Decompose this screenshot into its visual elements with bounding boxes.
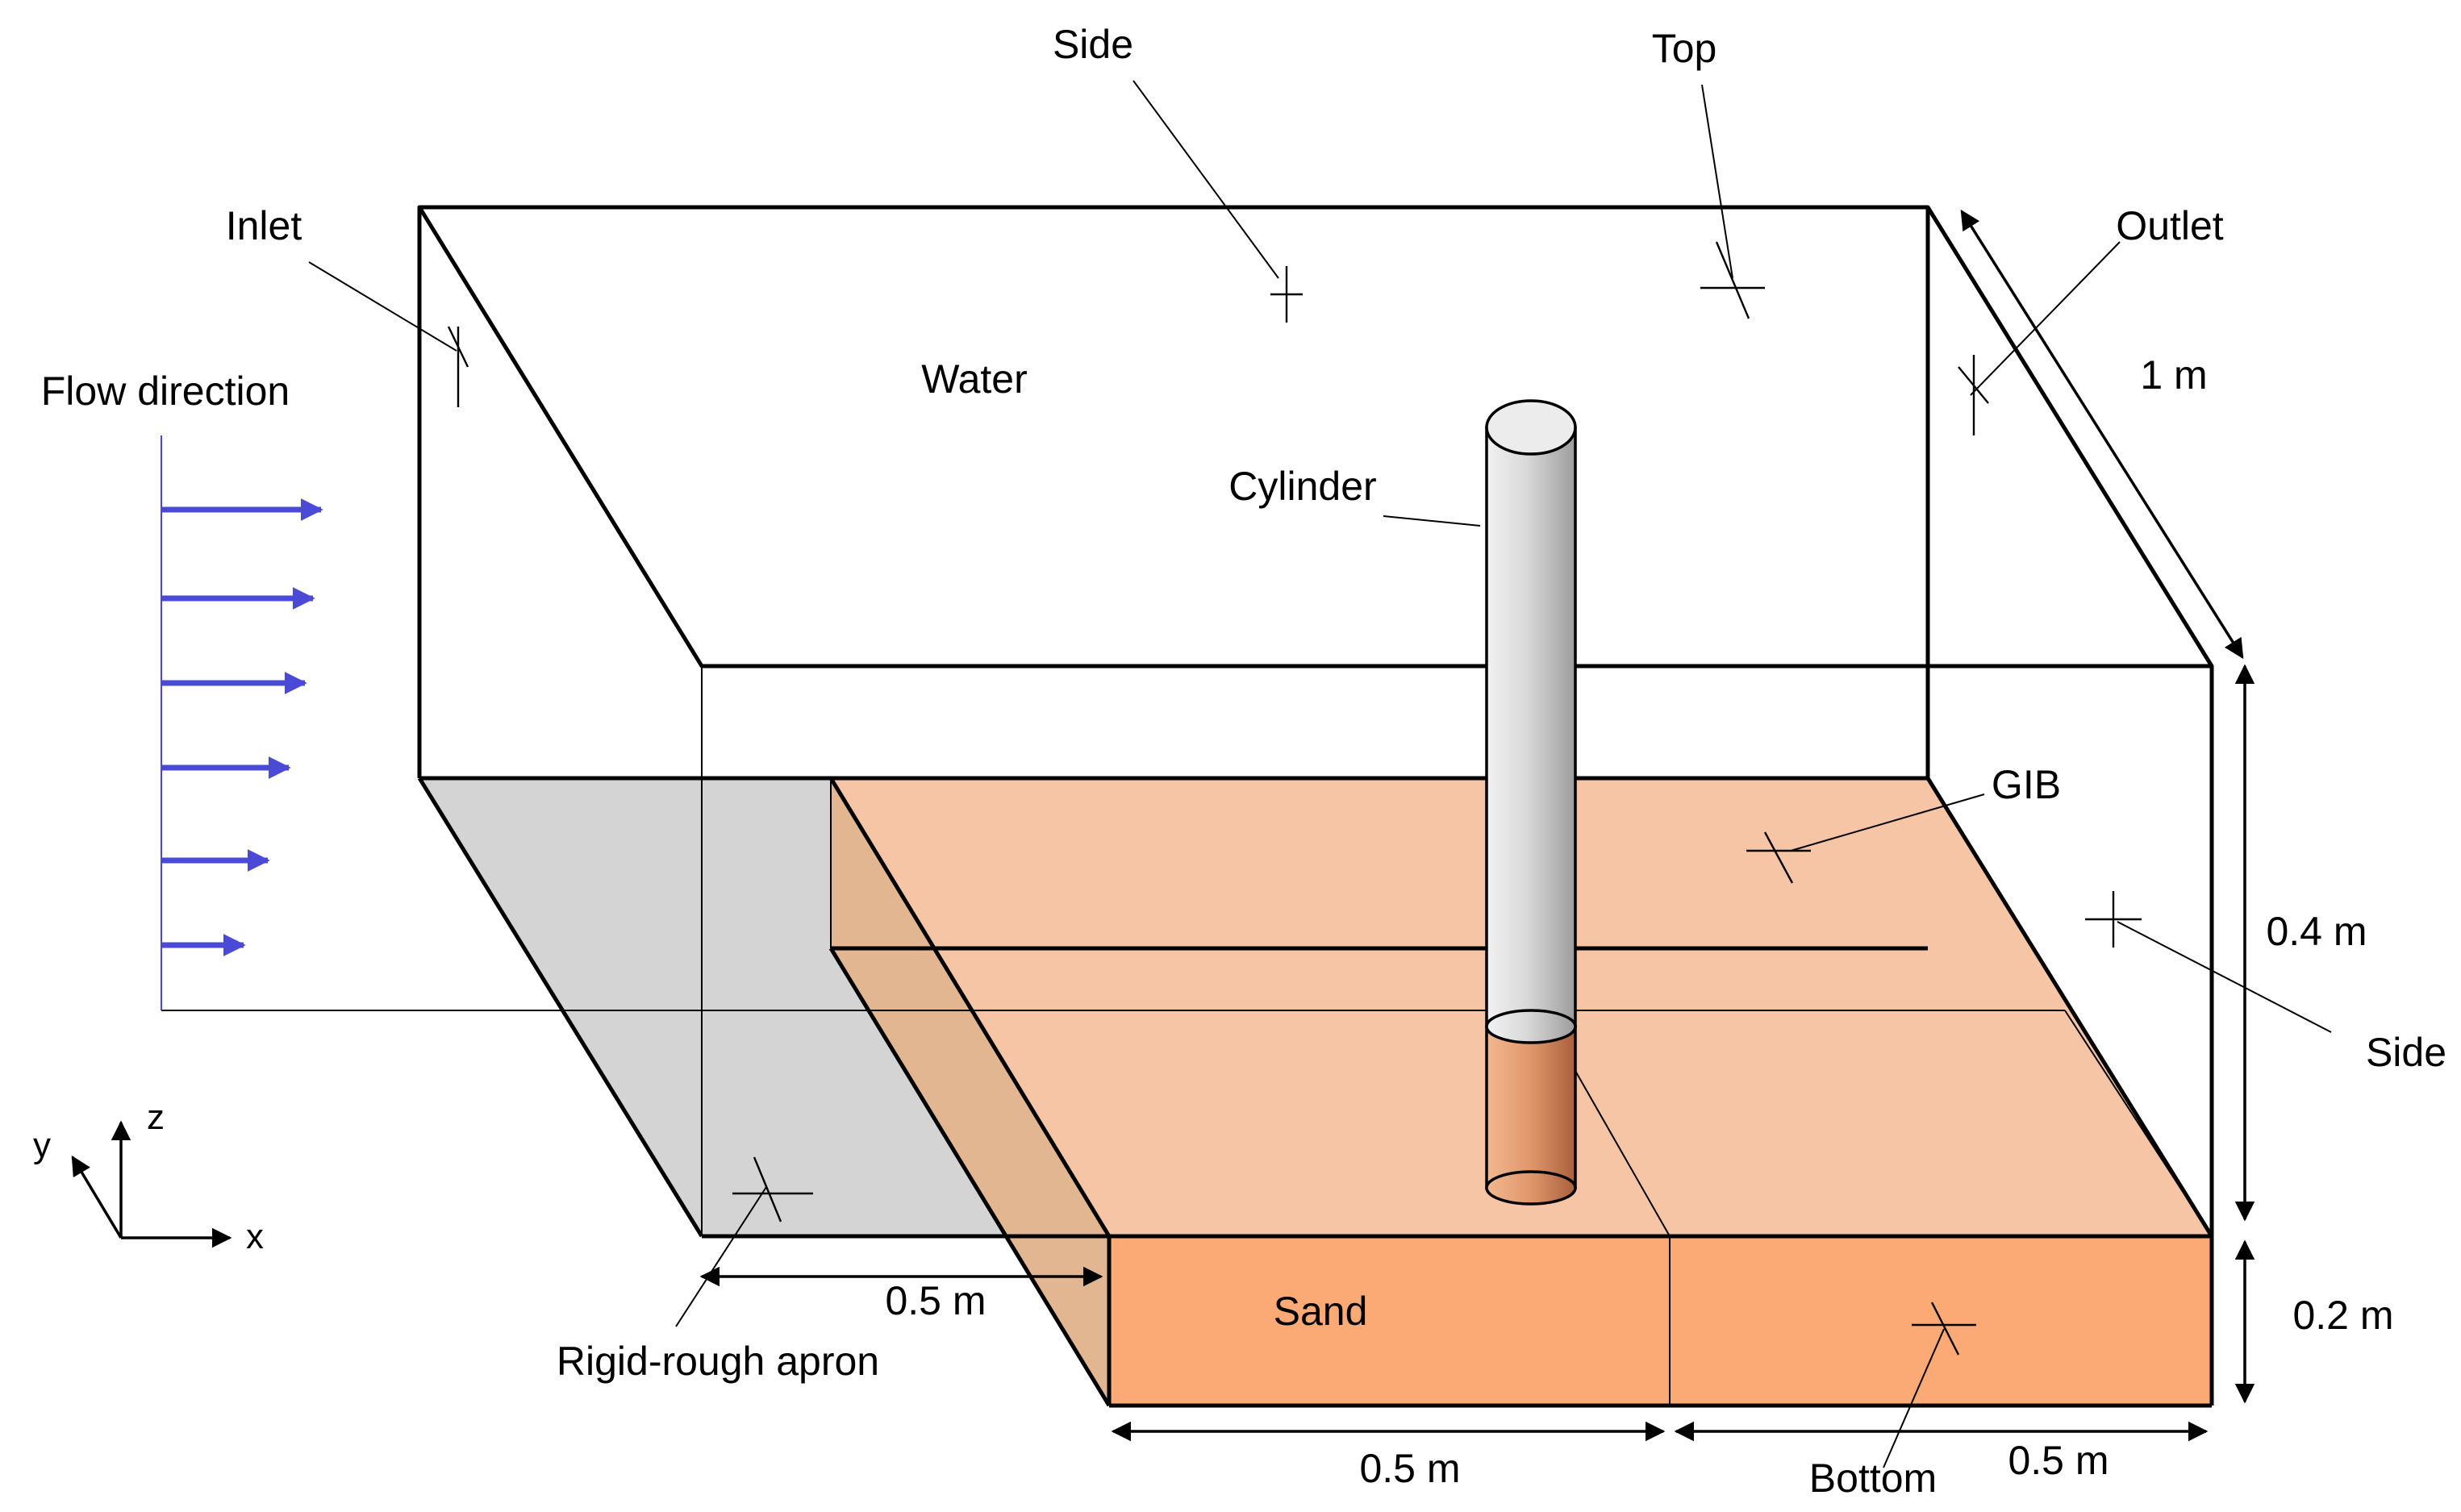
dim-sand-height-label: 0.2 m <box>2292 1293 2393 1338</box>
dimension-lines <box>699 209 2255 1442</box>
axis-z-label: z <box>147 1098 165 1137</box>
label-sand: Sand <box>1274 1289 1368 1334</box>
dim-apron-length-label: 0.5 m <box>885 1278 986 1323</box>
label-top: Top <box>1652 26 1717 71</box>
label-flow-direction: Flow direction <box>41 369 290 414</box>
label-gib: GIB <box>1992 762 2061 807</box>
axis-x-label: x <box>246 1217 264 1256</box>
label-bottom: Bottom <box>1809 1456 1937 1501</box>
coordinate-axes: z x y <box>33 1098 264 1256</box>
label-side-right: Side <box>2366 1030 2446 1075</box>
label-water: Water <box>921 356 1028 402</box>
dim-sand-length-left-label: 0.5 m <box>1359 1446 1460 1491</box>
cylinder <box>1485 399 1577 1206</box>
sand-left-face <box>831 778 1109 1406</box>
dim-depth-label: 1 m <box>2140 352 2207 398</box>
dim-water-height-label: 0.4 m <box>2266 909 2367 954</box>
domain-box-edges <box>161 205 2214 1408</box>
label-inlet: Inlet <box>226 203 302 248</box>
flow-direction-arrows <box>161 435 323 1010</box>
dim-sand-length-right-label: 0.5 m <box>2008 1438 2109 1483</box>
axis-y-label: y <box>33 1126 51 1165</box>
label-outlet: Outlet <box>2116 203 2224 248</box>
sand-front-face <box>1109 1236 2212 1406</box>
label-side-top: Side <box>1053 22 1133 67</box>
label-rigid-rough-apron: Rigid-rough apron <box>557 1339 879 1384</box>
label-cylinder: Cylinder <box>1228 464 1376 509</box>
